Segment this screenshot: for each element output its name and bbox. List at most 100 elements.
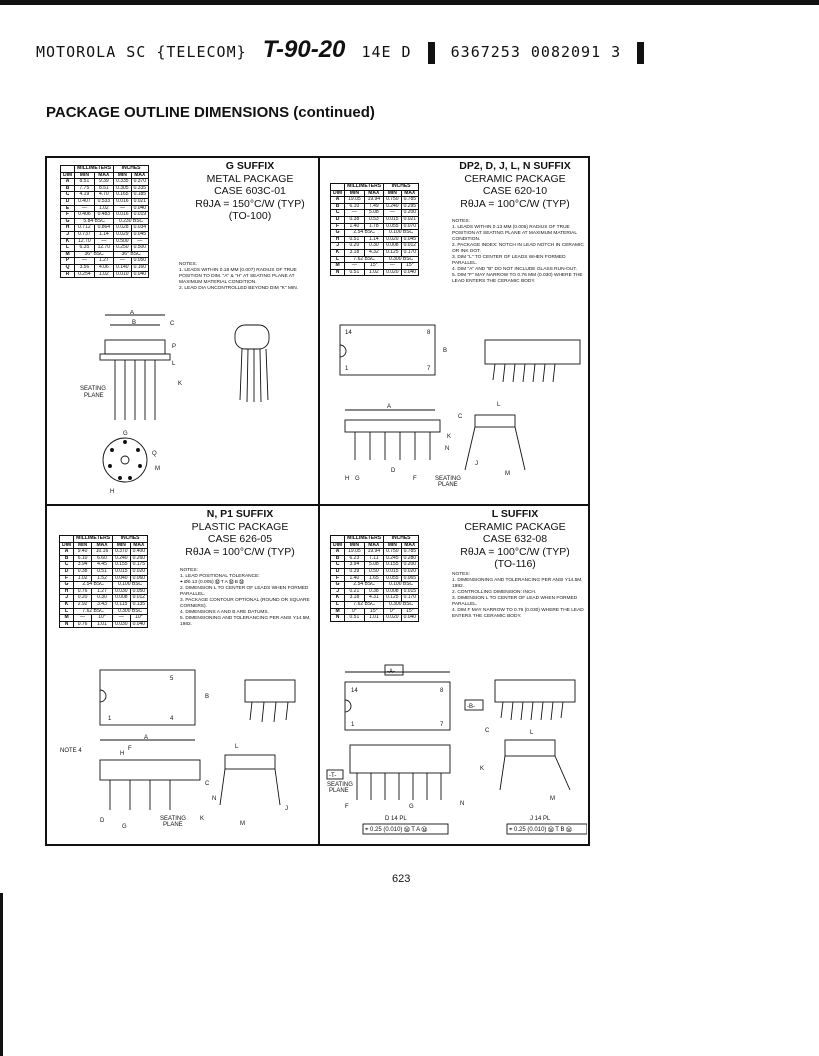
svg-text:N: N	[460, 801, 464, 807]
note-line: NOTES:	[452, 572, 470, 577]
svg-text:M: M	[240, 821, 245, 827]
svg-text:SEATING: SEATING	[327, 782, 353, 788]
header-numbers: 6367253 0082091 3	[450, 43, 622, 61]
panel-dp2-notes: NOTES:1. LEADS WITHIN 0.13 mm (0.005) RA…	[452, 219, 587, 285]
svg-text:SEATING: SEATING	[435, 476, 461, 482]
svg-text:PLANE: PLANE	[163, 822, 183, 828]
svg-text:A: A	[130, 310, 134, 316]
company-header: MOTOROLA SC {TELECOM}	[36, 43, 247, 61]
svg-text:14: 14	[351, 688, 358, 694]
note-line: 1. DIMENSIONING AND TOLERANCING PER ANSI…	[452, 578, 583, 589]
note-line: NOTES:	[179, 262, 197, 267]
svg-text:B: B	[443, 348, 447, 354]
svg-text:7: 7	[427, 366, 431, 372]
svg-text:M: M	[155, 466, 160, 472]
svg-text:8: 8	[427, 330, 431, 336]
note-line: 1. LEADS WITHIN 0.18 mm (0.007) RADIUS O…	[179, 268, 297, 285]
svg-text:C: C	[205, 781, 210, 787]
panel-l-line2: CERAMIC PACKAGE	[464, 520, 566, 533]
svg-text:N: N	[212, 796, 216, 802]
tolerance-frame-1: ⌖ 0.25 (0.010) Ⓜ T A Ⓜ	[365, 826, 427, 833]
svg-text:B: B	[205, 694, 209, 700]
svg-text:K: K	[178, 381, 182, 387]
svg-text:H: H	[110, 489, 114, 495]
panel-l-line3: CASE 632-08	[482, 533, 548, 546]
svg-text:L: L	[530, 730, 534, 736]
page-title: PACKAGE OUTLINE DIMENSIONS (continued)	[46, 104, 375, 121]
panel-dp2-line2: CERAMIC PACKAGE	[464, 172, 566, 185]
svg-text:N: N	[445, 446, 449, 452]
package-frame	[45, 156, 590, 846]
scan-header: MOTOROLA SC {TELECOM} T-90-20 14E D 6367…	[36, 36, 650, 64]
vertical-divider	[318, 156, 320, 846]
svg-text:C: C	[485, 728, 490, 734]
svg-text:SEATING: SEATING	[160, 816, 186, 822]
note-line: NOTES:	[180, 568, 198, 573]
datum-b-label: -B-	[467, 704, 475, 710]
svg-text:P: P	[172, 344, 176, 350]
note-line: 3. DIMENSION L TO CENTER OF LEAD WHEN FO…	[452, 596, 578, 607]
panel-l-line5: (TO-116)	[494, 558, 536, 571]
j-14-label: J 14 PL	[530, 816, 551, 822]
panel-g-notes: NOTES:1. LEADS WITHIN 0.18 mm (0.007) RA…	[179, 262, 314, 292]
panel-g-line5: (TO-100)	[228, 210, 272, 223]
svg-text:G: G	[122, 824, 127, 830]
svg-text:8: 8	[440, 688, 444, 694]
horizontal-divider	[45, 504, 590, 506]
svg-text:1: 1	[345, 366, 349, 372]
panel-n-notes: NOTES:1. LEAD POSITIONAL TOLERANCE:⌖ ø0.…	[180, 568, 313, 628]
svg-text:C: C	[170, 321, 175, 327]
svg-text:F: F	[345, 804, 349, 810]
table-row: E—1.02—0.040	[59, 204, 150, 213]
svg-text:L: L	[497, 402, 501, 408]
svg-text:PLANE: PLANE	[84, 393, 104, 399]
note-line: 3. DIM "L" TO CENTER OF LEADS WHEN FORME…	[452, 255, 566, 266]
panel-n-heading: N, P1 SUFFIX PLASTIC PACKAGE CASE 626-05…	[180, 508, 300, 558]
d-14-label: D 14 PL	[385, 816, 407, 822]
svg-text:7: 7	[440, 722, 444, 728]
svg-text:M: M	[505, 471, 510, 477]
panel-g-heading: G SUFFIX METAL PACKAGE CASE 603C-01 RθJA…	[190, 160, 310, 223]
top-rule	[0, 0, 819, 5]
note-line: 1. LEADS WITHIN 0.13 mm (0.005) RADIUS O…	[452, 225, 577, 242]
note-line: 2. CONTROLLING DIMENSION: INCH.	[452, 590, 537, 595]
svg-text:D: D	[100, 818, 105, 824]
note-line: 1. LEAD POSITIONAL TOLERANCE:	[180, 574, 260, 579]
table-row: P—1.27—0.050	[59, 257, 150, 265]
svg-text:Q: Q	[152, 451, 157, 457]
datum-a-label: -A-	[387, 669, 395, 675]
svg-text:G: G	[355, 476, 360, 482]
svg-text:PLANE: PLANE	[329, 788, 349, 794]
panel-g-line3: CASE 603C-01	[214, 185, 286, 198]
panel-dp2-line4: RθJA = 100°C/W (TYP)	[460, 197, 570, 210]
svg-text:K: K	[480, 766, 484, 772]
datum-t-label: -T-	[329, 773, 336, 779]
svg-text:K: K	[447, 434, 451, 440]
svg-text:G: G	[409, 804, 414, 810]
handwritten-stamp: T-90-20	[262, 36, 346, 63]
note-line: 4. DIM F MAY NARROW TO 0.76 (0.030) WHER…	[452, 608, 584, 619]
svg-text:H: H	[120, 751, 124, 757]
panel-g-line2: METAL PACKAGE	[206, 172, 294, 185]
note-line: 4. DIM "A" AND "B" DO NOT INCLUDE GLASS …	[452, 267, 578, 272]
panel-dp2-line3: CASE 620-10	[482, 185, 548, 198]
svg-text:NOTE 4: NOTE 4	[60, 748, 82, 754]
svg-text:M: M	[550, 796, 555, 802]
svg-text:14: 14	[345, 330, 352, 336]
note-line: 5. DIMENSIONING AND TOLERANCING PER ANSI…	[180, 616, 311, 627]
